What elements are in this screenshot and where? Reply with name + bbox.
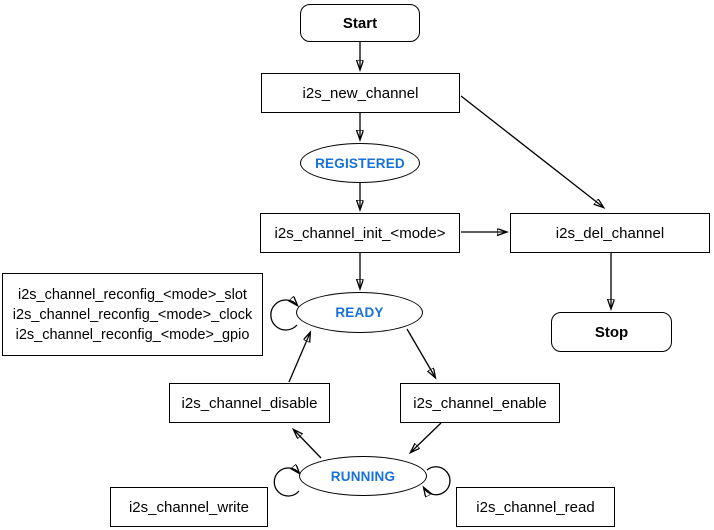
- node-i2s-channel-disable: i2s_channel_disable: [169, 383, 330, 423]
- arrow-running-to-disable: [294, 430, 322, 459]
- node-i2s-channel-enable: i2s_channel_enable: [400, 383, 560, 423]
- node-i2s-del-channel: i2s_del_channel: [510, 213, 710, 253]
- arrow-new-channel-to-del-channel: [460, 95, 603, 207]
- reconfig-line-gpio: i2s_channel_reconfig_<mode>_gpio: [15, 326, 250, 343]
- reconfig-line-clock: i2s_channel_reconfig_<mode>_clock: [12, 306, 253, 323]
- node-stop: Stop: [551, 312, 672, 352]
- node-start: Start: [300, 4, 420, 42]
- reconfig-line-slot: i2s_channel_reconfig_<mode>_slot: [18, 286, 247, 303]
- node-state-ready: READY: [296, 292, 423, 333]
- node-reconfig-functions: i2s_channel_reconfig_<mode>_slot i2s_cha…: [2, 273, 263, 356]
- node-i2s-channel-init: i2s_channel_init_<mode>: [260, 213, 460, 253]
- arrow-ready-to-enable: [406, 328, 435, 377]
- arrow-running-self-loop-left: [273, 468, 299, 497]
- node-state-running: RUNNING: [299, 456, 427, 496]
- node-state-registered: REGISTERED: [300, 143, 420, 183]
- arrow-ready-self-loop: [270, 300, 297, 331]
- node-i2s-new-channel: i2s_new_channel: [261, 73, 460, 113]
- node-i2s-channel-write: i2s_channel_write: [110, 487, 268, 527]
- arrow-enable-to-running: [411, 422, 442, 452]
- arrow-running-self-loop-right: [424, 466, 451, 495]
- arrow-disable-to-ready: [288, 333, 310, 383]
- node-i2s-channel-read: i2s_channel_read: [456, 487, 615, 527]
